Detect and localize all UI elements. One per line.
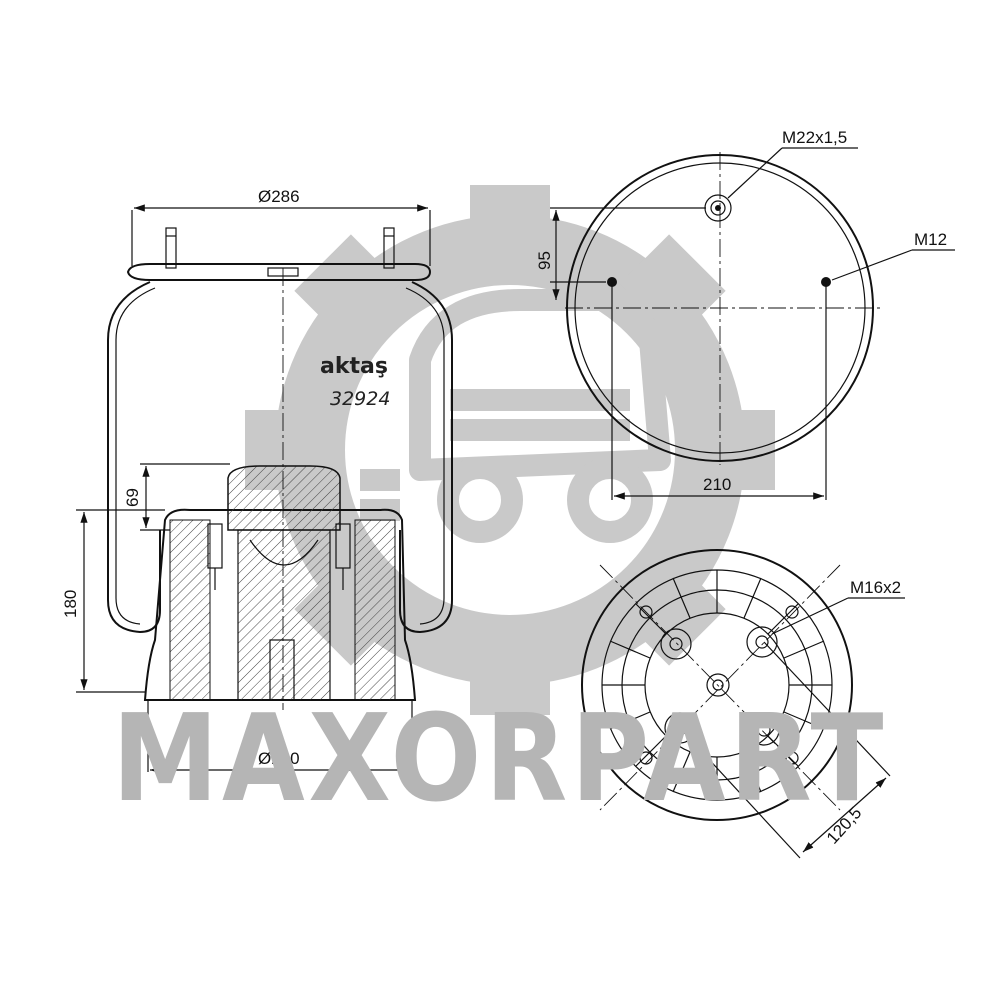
callout-top-stud-label: M12: [914, 230, 947, 249]
dim-top-diameter: Ø286: [131, 187, 431, 266]
dim-total-height-label: 180: [61, 590, 80, 618]
dim-piston-height: 69: [123, 463, 230, 531]
dim-piston-height-label: 69: [123, 488, 142, 507]
watermark-truck-icon: [360, 289, 671, 543]
side-section-view: [107, 227, 453, 710]
dim-total-height: 180: [61, 509, 165, 693]
callout-top-stud: M12: [831, 230, 955, 281]
bottom-view: [581, 549, 853, 821]
watermark-gear-icon: [245, 185, 775, 715]
dim-stud-offset: 95: [535, 207, 706, 300]
dim-stud-spacing: 210: [614, 475, 824, 500]
top-view: [565, 152, 880, 500]
brand-label: aktaş: [320, 354, 388, 379]
dim-stud-spacing-label: 210: [703, 475, 731, 494]
callout-bottom-bolt: M16x2: [771, 578, 905, 635]
callout-air-fitting: M22x1,5: [727, 128, 858, 199]
callout-bottom-bolt-label: M16x2: [850, 578, 901, 597]
watermark-text: MAXORPART: [112, 690, 887, 829]
dim-bottom-diameter-label: Ø260: [258, 749, 300, 768]
dim-top-diameter-label: Ø286: [258, 187, 300, 206]
dim-stud-offset-label: 95: [535, 251, 554, 270]
dim-bottom-diameter: Ø260: [147, 700, 413, 774]
part-code-label: 32924: [330, 388, 390, 410]
callout-air-fitting-label: M22x1,5: [782, 128, 847, 147]
